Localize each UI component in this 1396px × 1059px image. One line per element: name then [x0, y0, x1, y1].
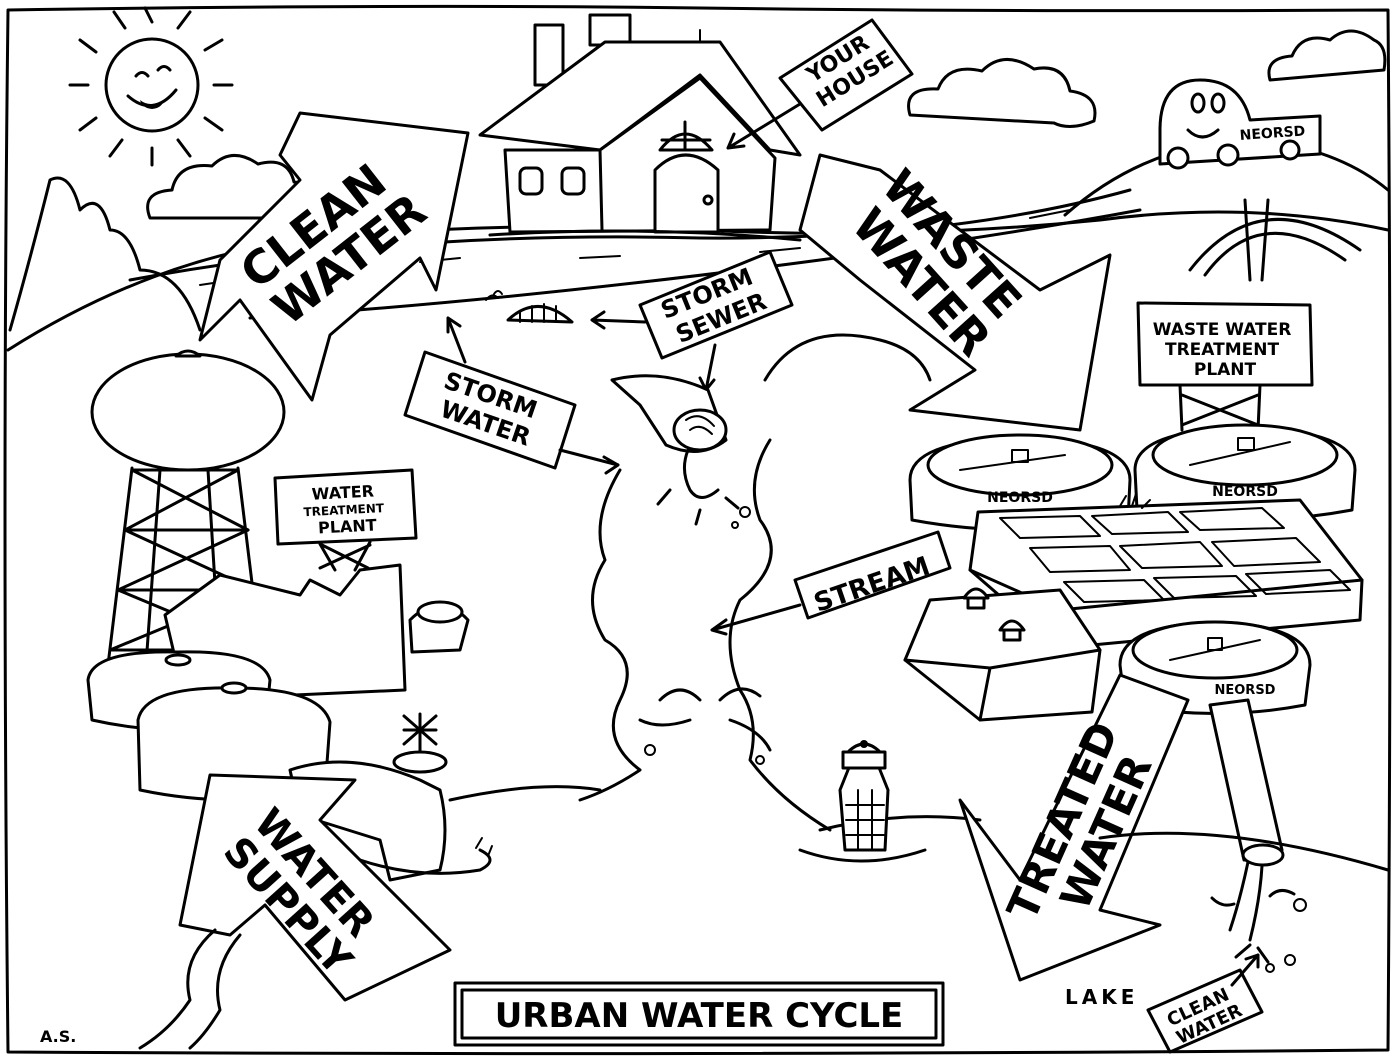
tank2-neorsd-label: NEORSD [1212, 484, 1278, 500]
neorsd-truck: NEORSD [1160, 80, 1320, 168]
outfall-pipe [612, 376, 750, 528]
wwtp-label-line3: PLANT [1194, 360, 1257, 380]
sun-icon [70, 8, 232, 165]
bridge-arch-right [1190, 219, 1360, 275]
stream-bank-right [730, 440, 830, 830]
cloud-right [909, 59, 1095, 126]
artist-signature: A.S. [40, 1027, 76, 1046]
road-bridge [765, 335, 930, 380]
cloud-top-right [1269, 31, 1385, 80]
treated-water-arrow: TREATED WATER [960, 675, 1188, 980]
wwtp-label-line1: WASTE WATER [1153, 320, 1292, 340]
tank3-neorsd-label: NEORSD [1215, 683, 1276, 698]
tank1-neorsd-label: NEORSD [987, 490, 1053, 506]
pump-building [905, 589, 1100, 720]
stream-sign: STREAM [712, 532, 950, 634]
water-treatment-plant-line1: WATER [311, 482, 374, 504]
clean-water-tag: CLEAN WATER [1148, 955, 1262, 1052]
waste-water-arrow: WASTE WATER [800, 155, 1110, 430]
lighthouse [800, 740, 925, 861]
stream-ground-line [450, 787, 980, 830]
diagram-title: URBAN WATER CYCLE [495, 996, 904, 1036]
path-bottom-left [140, 930, 240, 1048]
stream-bank-left [580, 470, 640, 800]
water-treatment-plant-line3: PLANT [318, 515, 378, 537]
wwtp-label-line2: TREATMENT [1165, 340, 1279, 360]
lake-label: LAKE [1065, 985, 1138, 1009]
storm-water-sign: STORM WATER [405, 318, 618, 473]
waste-water-treatment-plant-sign: WASTE WATER TREATMENT PLANT [1138, 303, 1312, 430]
storm-sewer-sign: STORM SEWER [592, 252, 792, 390]
house [480, 15, 800, 240]
title-box: URBAN WATER CYCLE [455, 983, 943, 1045]
